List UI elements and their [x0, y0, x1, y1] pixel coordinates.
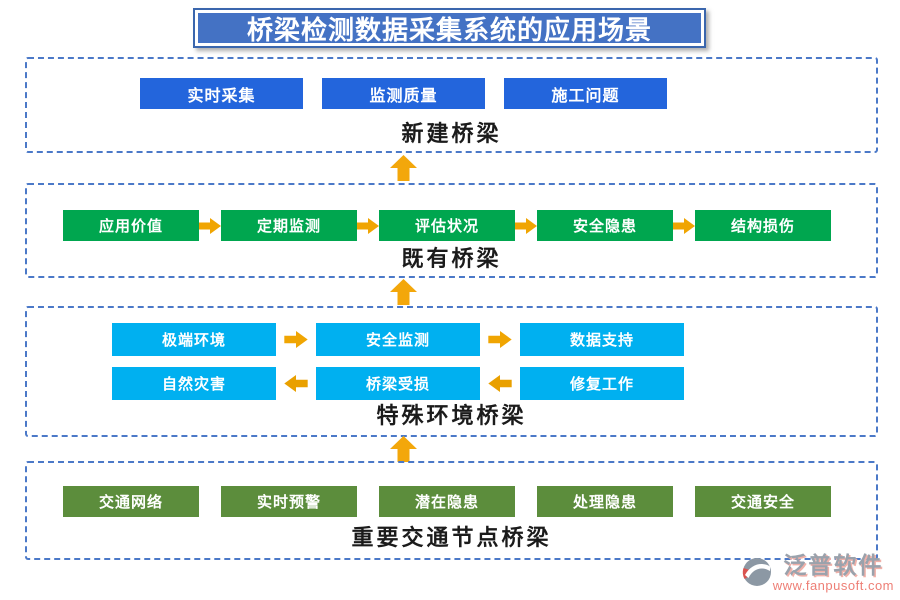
- flow-node: 桥梁受损: [316, 367, 480, 400]
- flow-node: 安全隐患: [537, 210, 673, 241]
- arrow-slot: [276, 331, 316, 348]
- arrow-slot: [276, 375, 316, 392]
- section-key-traffic: 交通网络 实时预警 潜在隐患 处理隐患 交通安全 重要交通节点桥梁: [25, 461, 878, 560]
- flow-node: 交通网络: [63, 486, 199, 517]
- section-special-env: 极端环境 安全监测 数据支持 自然灾害 桥梁受损 修复工作 特殊环境桥梁: [25, 306, 878, 437]
- flow-node: 评估状况: [379, 210, 515, 241]
- flow-node: 数据支持: [520, 323, 684, 356]
- flow-node: 自然灾害: [112, 367, 276, 400]
- right-arrow-icon: [515, 217, 537, 234]
- node-row: 极端环境 安全监测 数据支持: [112, 323, 684, 356]
- up-arrow-icon: [390, 436, 417, 462]
- arrow-slot: [480, 375, 520, 392]
- up-arrow-icon: [390, 155, 417, 181]
- right-arrow-icon: [673, 217, 695, 234]
- flow-node: 结构损伤: [695, 210, 831, 241]
- page-title: 桥梁检测数据采集系统的应用场景: [193, 8, 706, 48]
- section-label-key-traffic: 重要交通节点桥梁: [351, 525, 552, 550]
- arrow-slot: [480, 331, 520, 348]
- flow-node: 安全监测: [316, 323, 480, 356]
- left-arrow-icon: [284, 375, 308, 392]
- right-arrow-icon: [284, 331, 308, 348]
- flow-node: 实时预警: [221, 486, 357, 517]
- flow-node: 修复工作: [520, 367, 684, 400]
- right-arrow-icon: [199, 217, 221, 234]
- watermark-text: 泛普软件 www.fanpusoft.com: [772, 552, 894, 593]
- section-label-existing-bridge: 既有桥梁: [401, 246, 502, 271]
- section-label-special-env: 特殊环境桥梁: [376, 403, 527, 428]
- node-row: 交通网络 实时预警 潜在隐患 处理隐患 交通安全: [63, 486, 831, 517]
- node-row: 应用价值 定期监测 评估状况 安全隐患 结构损伤: [63, 210, 831, 241]
- section-existing-bridge: 应用价值 定期监测 评估状况 安全隐患 结构损伤 既有桥梁: [25, 183, 878, 278]
- flow-node: 处理隐患: [537, 486, 673, 517]
- right-arrow-icon: [357, 217, 379, 234]
- node-row: 实时采集 监测质量 施工问题: [140, 78, 667, 109]
- flow-node: 定期监测: [221, 210, 357, 241]
- section-new-bridge: 实时采集 监测质量 施工问题 新建桥梁: [25, 57, 878, 153]
- flow-node: 监测质量: [322, 78, 485, 109]
- up-arrow-icon: [390, 279, 417, 305]
- section-label-new-bridge: 新建桥梁: [401, 121, 502, 146]
- flow-node: 实时采集: [140, 78, 303, 109]
- fanpu-logo-icon: [742, 558, 771, 586]
- left-arrow-icon: [488, 375, 512, 392]
- watermark: 泛普软件 www.fanpusoft.com: [741, 554, 894, 592]
- flow-node: 交通安全: [695, 486, 831, 517]
- watermark-brand: 泛普软件: [783, 552, 884, 578]
- watermark-url: www.fanpusoft.com: [772, 578, 894, 593]
- right-arrow-icon: [488, 331, 512, 348]
- flow-node: 施工问题: [504, 78, 667, 109]
- flow-node: 极端环境: [112, 323, 276, 356]
- flow-node: 潜在隐患: [379, 486, 515, 517]
- flow-node: 应用价值: [63, 210, 199, 241]
- node-row: 自然灾害 桥梁受损 修复工作: [112, 367, 684, 400]
